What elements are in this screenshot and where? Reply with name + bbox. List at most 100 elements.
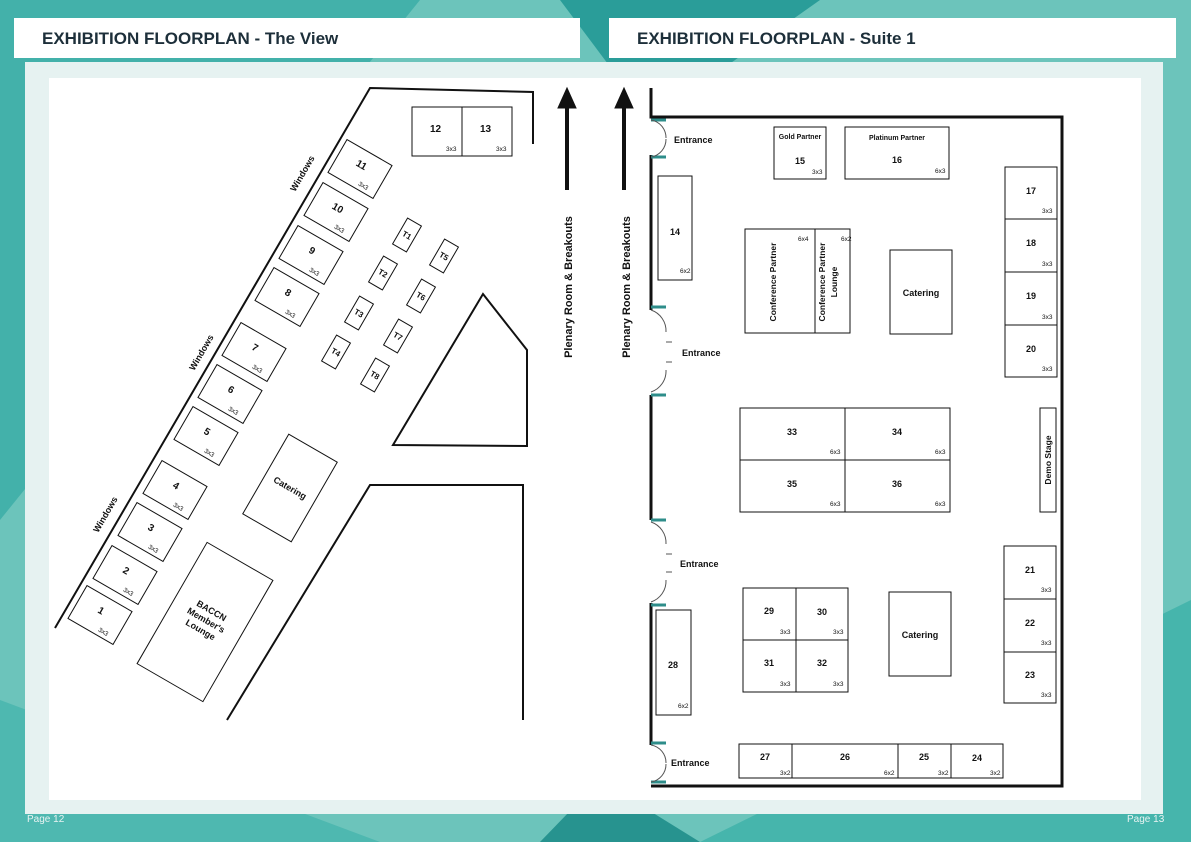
suite-conference-partner[interactable]: Conference Partner 6x4: [744, 228, 816, 334]
suite-stand-24[interactable]: 24 3x2: [950, 743, 1004, 779]
suite-stand-14[interactable]: 14 6x2: [657, 175, 693, 281]
suite-stand-35[interactable]: 35 6x3: [739, 459, 846, 513]
svg-text:6: 6: [226, 384, 237, 397]
page-number-right: Page 13: [1127, 814, 1165, 825]
suite-stand-36[interactable]: 36 6x3: [844, 459, 951, 513]
view-stand-7[interactable]: 7 3x3: [221, 321, 287, 383]
svg-text:3x3: 3x3: [203, 448, 216, 459]
suite-1-plan: Entrance Entrance Entrance Entrance Plen…: [614, 86, 1064, 788]
suite-stand-25[interactable]: 25 3x2: [897, 743, 952, 779]
suite-stand-22[interactable]: 22 3x3: [1003, 598, 1057, 653]
svg-text:35: 35: [787, 479, 797, 489]
suite-plenary-label: Plenary Room & Breakouts: [621, 216, 633, 358]
view-stand-9[interactable]: 9 3x3: [278, 224, 344, 286]
view-stand-4[interactable]: 4 3x3: [142, 459, 208, 521]
suite-stand-20[interactable]: 20 3x3: [1004, 324, 1058, 378]
svg-text:3x3: 3x3: [496, 146, 507, 153]
svg-text:T2: T2: [376, 267, 389, 280]
view-table-t7[interactable]: T7: [382, 318, 414, 354]
suite-stand-30[interactable]: 30 3x3: [795, 587, 849, 641]
view-stand-2[interactable]: 2 3x3: [92, 544, 158, 606]
view-stand-3[interactable]: 3 3x3: [117, 501, 183, 563]
svg-text:Conference Partner: Conference Partner: [817, 242, 827, 322]
view-table-t8[interactable]: T8: [359, 357, 391, 393]
view-stand-10[interactable]: 10 3x3: [303, 181, 369, 243]
svg-text:20: 20: [1026, 344, 1036, 354]
suite-stand-33[interactable]: 33 6x3: [739, 407, 846, 461]
view-table-t4[interactable]: T4: [320, 334, 352, 370]
view-stand-13[interactable]: 13 3x3: [461, 106, 513, 157]
view-stand-5[interactable]: 5 3x3: [173, 405, 239, 467]
svg-text:3x2: 3x2: [938, 770, 949, 777]
suite-stand-27[interactable]: 27 3x2: [738, 743, 793, 779]
svg-text:3x3: 3x3: [1042, 314, 1053, 321]
svg-text:21: 21: [1025, 565, 1035, 575]
svg-text:T7: T7: [391, 330, 404, 343]
svg-text:5: 5: [202, 426, 213, 439]
svg-text:Platinum Partner: Platinum Partner: [869, 135, 925, 142]
view-stand-6[interactable]: 6 3x3: [197, 363, 263, 425]
floorplan-diagram: Windows Windows Windows 1 3x3 2 3x3 3 3x…: [54, 86, 1064, 788]
svg-text:17: 17: [1026, 186, 1036, 196]
view-catering[interactable]: Catering: [242, 433, 338, 543]
entrance-label-1: Entrance: [674, 135, 713, 145]
suite-stand-31[interactable]: 31 3x3: [742, 639, 797, 693]
suite-stand-28[interactable]: 28 6x2: [655, 609, 692, 716]
suite-door-frames: [651, 118, 666, 784]
suite-stand-26[interactable]: 26 6x2: [791, 743, 899, 779]
suite-stand-19[interactable]: 19 3x3: [1004, 271, 1058, 326]
svg-text:24: 24: [972, 753, 982, 763]
svg-text:3x2: 3x2: [780, 770, 791, 777]
suite-plenary-arrow: [614, 86, 634, 190]
svg-text:6x2: 6x2: [680, 268, 691, 275]
suite-stand-29[interactable]: 29 3x3: [742, 587, 797, 641]
suite-stand-21[interactable]: 21 3x3: [1003, 545, 1057, 600]
view-table-t2[interactable]: T2: [367, 255, 399, 291]
svg-text:3x3: 3x3: [227, 406, 240, 417]
suite-catering-1[interactable]: Catering: [889, 249, 953, 335]
svg-text:3x3: 3x3: [97, 627, 110, 638]
view-stand-12[interactable]: 12 3x3: [411, 106, 463, 157]
view-outer-wall: [54, 86, 534, 629]
svg-text:33: 33: [787, 427, 797, 437]
svg-text:3x3: 3x3: [833, 681, 844, 688]
view-table-t1[interactable]: T1: [391, 217, 423, 253]
svg-text:31: 31: [764, 658, 774, 668]
svg-text:23: 23: [1025, 670, 1035, 680]
svg-text:2: 2: [121, 565, 132, 578]
svg-text:4: 4: [171, 480, 182, 493]
svg-text:25: 25: [919, 752, 929, 762]
left-page-header: EXHIBITION FLOORPLAN - The View: [14, 18, 580, 58]
view-table-t3[interactable]: T3: [343, 295, 375, 331]
suite-conference-lounge[interactable]: Conference Partner Lounge 6x2: [814, 228, 852, 334]
svg-text:11: 11: [354, 158, 369, 173]
suite-stand-23[interactable]: 23 3x3: [1003, 651, 1057, 704]
view-stand-8[interactable]: 8 3x3: [254, 266, 320, 328]
view-stand-1[interactable]: 1 3x3: [67, 584, 133, 646]
suite-stand-17[interactable]: 17 3x3: [1004, 166, 1058, 220]
suite-stand-34[interactable]: 34 6x3: [844, 407, 951, 461]
view-table-t6[interactable]: T6: [405, 278, 437, 314]
svg-text:Catering: Catering: [902, 630, 939, 640]
svg-text:3x3: 3x3: [333, 224, 346, 235]
suite-demo-stage[interactable]: Demo Stage: [1039, 407, 1057, 513]
view-table-t5[interactable]: T5: [428, 238, 460, 274]
svg-text:22: 22: [1025, 618, 1035, 628]
view-lower-wall: [226, 484, 524, 721]
suite-stand-15-gold[interactable]: Gold Partner 15 3x3: [773, 126, 827, 180]
svg-text:3x3: 3x3: [1042, 261, 1053, 268]
windows-label-2: Windows: [187, 333, 215, 372]
suite-stand-16-platinum[interactable]: Platinum Partner 16 6x3: [844, 126, 950, 180]
suite-catering-2[interactable]: Catering: [888, 591, 952, 677]
svg-text:3x3: 3x3: [446, 146, 457, 153]
the-view-plan: Windows Windows Windows 1 3x3 2 3x3 3 3x…: [54, 86, 577, 721]
svg-text:T6: T6: [414, 290, 427, 303]
svg-text:Demo Stage: Demo Stage: [1043, 435, 1053, 484]
view-stand-11[interactable]: 11 3x3: [327, 138, 393, 200]
suite-stand-32[interactable]: 32 3x3: [795, 639, 849, 693]
svg-text:19: 19: [1026, 291, 1036, 301]
entrance-label-3: Entrance: [680, 559, 719, 569]
svg-text:1: 1: [96, 605, 107, 618]
suite-stand-18[interactable]: 18 3x3: [1004, 218, 1058, 273]
windows-label-3: Windows: [91, 495, 119, 534]
